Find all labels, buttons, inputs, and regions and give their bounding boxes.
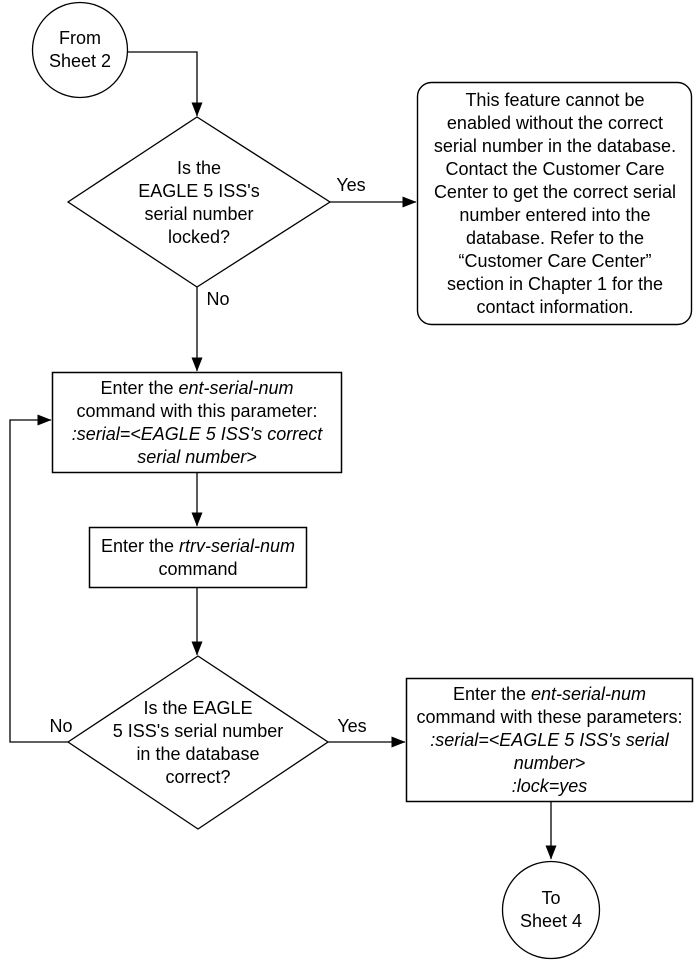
- process-ent-serial-num-outline: [51, 371, 343, 474]
- connector-decision2-no-loop-to-ent-serial: [9, 414, 68, 743]
- edge-label-locked-no: No: [206, 289, 230, 309]
- edge-label-locked-yes: Yes: [336, 175, 366, 195]
- start-circle-outline: [31, 1, 129, 99]
- edge-label-correct-no: No: [49, 716, 73, 736]
- decision-serial-correct-outline: [66, 655, 330, 830]
- process-ent-serial-lock-outline: [405, 677, 694, 803]
- edge-label-correct-yes: Yes: [337, 716, 367, 736]
- process-rtrv-serial-num-outline: [88, 526, 308, 589]
- note-box-outline: [416, 81, 693, 326]
- connector-start-to-decision1: [128, 51, 203, 117]
- end-circle-outline: [501, 860, 601, 960]
